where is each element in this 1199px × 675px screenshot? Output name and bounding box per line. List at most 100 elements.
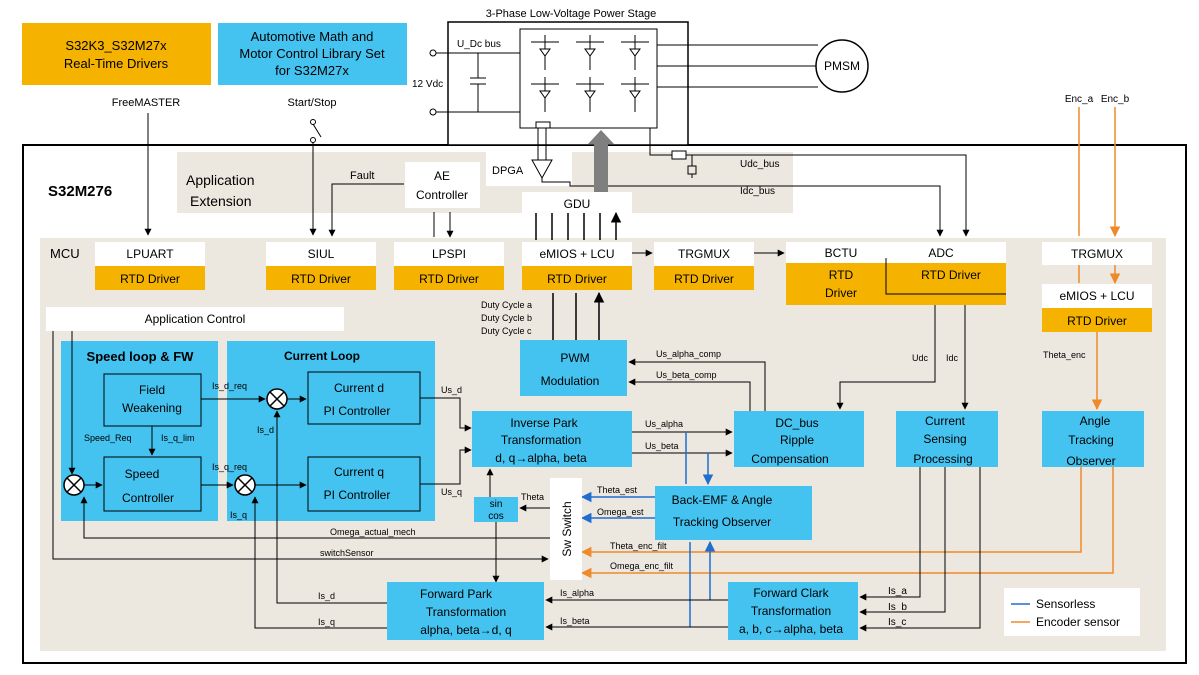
siul-rtd-label: RTD Driver [291,272,351,286]
lpspi-rtd-label: RTD Driver [419,272,479,286]
inv-park-line2: Transformation [501,433,581,447]
dcbus-line1: DC_bus [775,416,818,430]
is-d-fb-label: Is_d [257,425,274,435]
udc-resistor [671,150,687,160]
siul-rtd [266,266,376,290]
speed-controller-line2: Controller [122,491,174,505]
us-to-bemf-arrows [685,432,708,484]
us-alpha-comp-arrow [628,358,766,411]
dcbus-line3: Compensation [751,452,828,466]
shunt-resistor [535,121,551,129]
sin-label: sin [490,499,503,510]
theta-est-label: Theta_est [597,485,638,495]
inv-park-line1: Inverse Park [510,416,578,430]
siul-box [266,242,376,266]
inverse-park-block [472,411,632,467]
omega-actual-label: Omega_actual_mech [330,527,416,537]
lpuart-rtd [95,266,205,290]
is-q-req-label: Is_q_req [212,462,247,472]
udc-divider [687,155,697,178]
lpuart-label: LPUART [126,247,174,261]
bctu-rtd [786,263,896,305]
field-weakening-line1: Field [139,383,165,397]
amm-library-box [218,23,407,85]
emios-lcu2-box [1042,284,1152,308]
is-c-arrow [859,467,981,632]
us-alpha-label: Us_alpha [645,419,683,429]
emios-lcu-rtd-label: RTD Driver [547,272,607,286]
lpuart-box [95,242,205,266]
dpga-label: DPGA [492,165,524,177]
siul-label: SIUL [308,247,335,261]
is-a-arrow [859,467,921,601]
speed-loop-block [61,341,218,521]
is-q-lim-label: Is_q_lim [161,433,195,443]
us-d-arrow [420,397,472,432]
is-a-label: Is_a [888,586,907,597]
trgmux-rtd [654,266,754,290]
omega-actual-arrow [80,496,550,539]
dpga-area [486,152,572,186]
app-extension-area [177,152,793,213]
pmsm-motor [815,39,869,93]
ae-controller-line2: Controller [416,188,468,202]
lpspi-box [394,242,504,266]
dc-link-wires [436,52,520,113]
pmsm-label: PMSM [824,59,860,73]
theta-enc-filt-label: Theta_enc_filt [610,541,667,551]
speed-req-label: Speed_Req [84,433,132,443]
fwd-park-line3: alpha, beta→d, q [420,623,511,637]
switch-top [310,119,316,125]
lpuart-rtd-label: RTD Driver [120,272,180,286]
inv-park-line3: d, q→alpha, beta [495,451,587,465]
us-q-label: Us_q [441,487,462,497]
gdu-gate-arrowhead [588,130,614,144]
trgmux2-box [1042,242,1152,265]
speed-controller-line1: Speed [125,467,160,481]
fault-label: Fault [350,170,374,182]
bctu-adc-link [885,258,1006,295]
us-beta-comp-arrow [628,378,751,411]
sincos-block [474,497,518,522]
freemaster-label: FreeMASTER [112,97,181,109]
speed-controller-box [103,456,202,512]
idc-bus-signal: Idc_bus [740,186,775,197]
switch-sensor-arrow [52,331,549,563]
mcu-label: MCU [50,246,80,261]
gdu-arrows [535,213,616,240]
duty-cycle-arrows [552,293,599,340]
ae-controller-box [405,162,480,208]
omega-est-label: Omega_est [597,507,644,517]
legend-encoder-label: Encoder sensor [1036,615,1120,629]
gdu-label: GDU [564,197,591,211]
current-loop-title: Current Loop [284,349,360,363]
forward-clark-block [728,582,858,640]
app-control-label: Application Control [145,312,246,326]
udc-bus-label: U_Dc bus [457,39,501,50]
bemf-observer-block [655,486,812,540]
dpga-amp [531,159,553,180]
bctu-label: BCTU [825,246,858,260]
is-c-label: Is_c [888,617,906,628]
adc-box [896,242,1006,263]
us-d-label: Us_d [441,385,462,395]
switch-bottom [310,137,316,143]
emios-lcu-rtd [522,266,632,290]
is-alpha-label: Is_alpha [560,588,594,598]
rtd-drivers-line2: Real-Time Drivers [64,56,169,71]
sw-switch-box[interactable] [550,478,582,580]
fwd-clark-line3: a, b, c→alpha, beta [739,622,843,636]
encoder-trgmux-lines [1078,265,1115,283]
is-b-arrow [859,467,946,616]
sw-switch-label: Sw Switch [560,501,574,556]
us-beta-label: Us_beta [645,441,679,451]
speed-sum-cross [66,477,82,493]
isq-feedback-arrow [251,496,387,629]
library-line3: for S32M27x [275,63,349,78]
omega-enc-filt-label: Omega_enc_filt [610,561,674,571]
emios-lcu-box [522,242,632,266]
bemf-line1: Back-EMF & Angle [672,493,773,507]
theta-label: Theta [521,492,544,502]
app-ext-line1: Application [186,172,255,188]
